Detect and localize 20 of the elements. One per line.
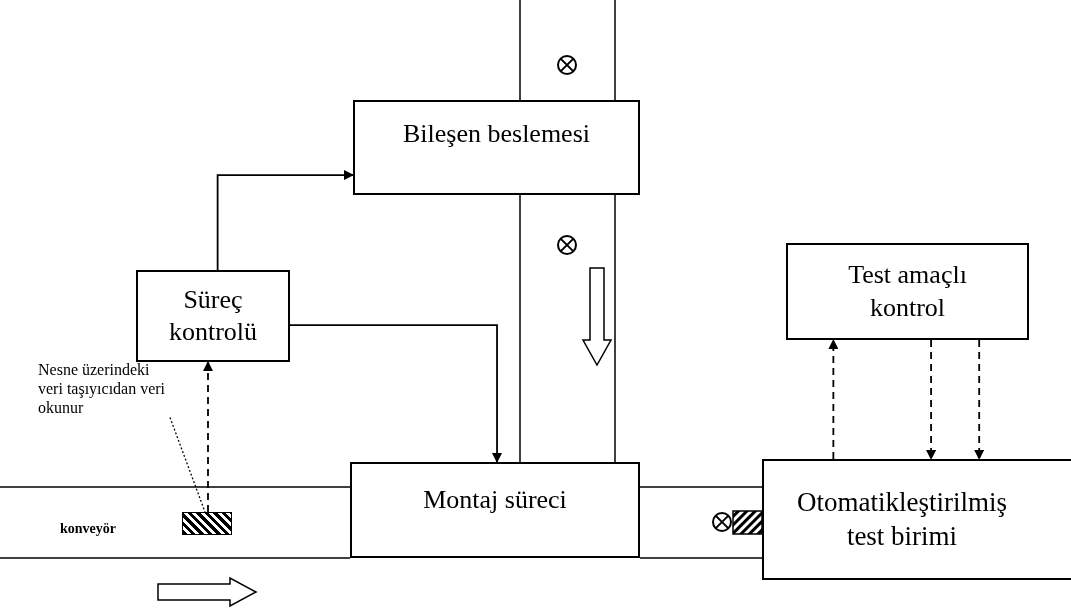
arrow — [203, 361, 213, 513]
arrow — [216, 170, 354, 271]
process-box — [786, 243, 1029, 340]
note-text: Nesne üzerindeki veri taşıyıcıdan veri okunur — [38, 360, 170, 442]
arrow — [974, 339, 985, 460]
leader-line — [169, 416, 206, 513]
process-box — [353, 100, 640, 195]
hatched-block — [182, 512, 232, 535]
arrow — [289, 324, 503, 463]
arrow — [828, 339, 839, 460]
conveyor-label: konveyör — [60, 520, 116, 538]
process-box — [136, 270, 290, 362]
box-label: Test amaçlı kontrol — [847, 259, 968, 324]
box-label: Otomatikleştirilmiş test birimi — [796, 485, 1008, 553]
box-label: Bileşen beslemesi — [403, 118, 590, 150]
process-box — [762, 459, 1071, 580]
process-box — [350, 462, 640, 558]
box-label: Süreç kontrolü — [167, 283, 259, 348]
box-label: Montaj süreci — [423, 484, 567, 516]
arrow — [926, 339, 937, 460]
